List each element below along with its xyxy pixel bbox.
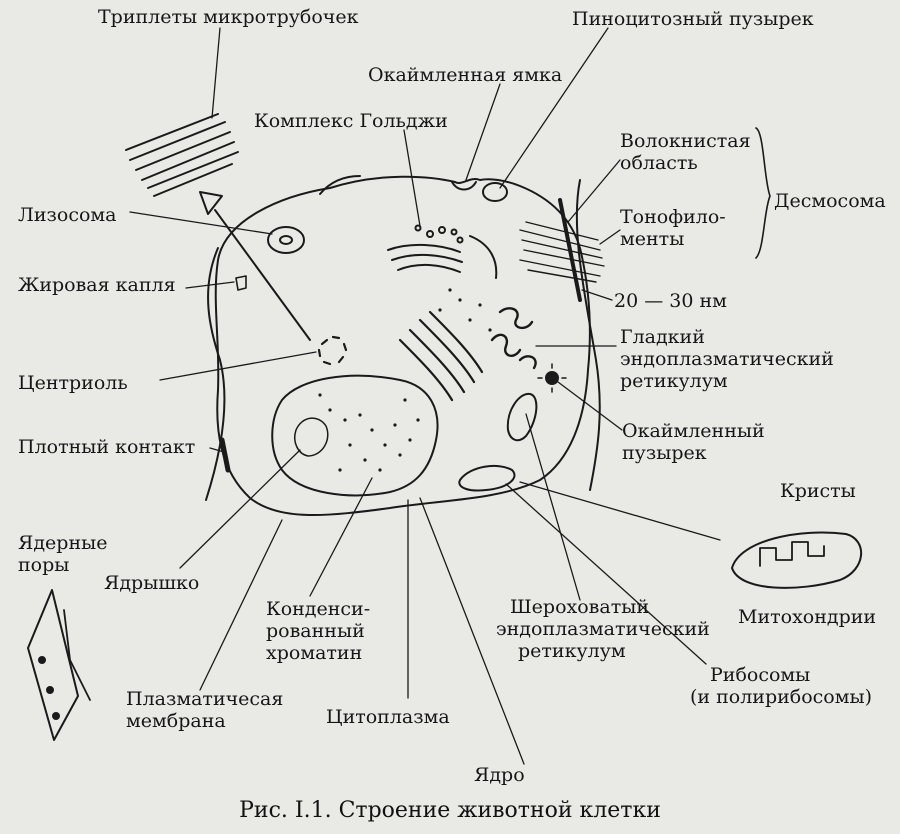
cell-membrane	[214, 175, 591, 517]
label-coated-vesicle: Окаймленный пузырек	[622, 420, 765, 464]
label-microtubule-triplets: Триплеты микротрубочек	[98, 6, 359, 28]
label-nucleolus: Ядрышко	[104, 572, 200, 594]
chromatin-dots	[318, 393, 420, 472]
figure-caption: Рис. I.1. Строение животной клетки	[239, 798, 661, 823]
smooth-er	[490, 307, 537, 370]
coated-pit	[451, 181, 477, 191]
mitochondrion-1	[506, 392, 538, 442]
golgi-complex	[387, 224, 498, 279]
neighbour-membrane-right	[575, 179, 601, 491]
centriole-arrowhead	[199, 191, 223, 215]
nucleus	[271, 374, 439, 497]
label-ribosomes: Рибосомы (и полирибосомы)	[690, 664, 873, 708]
desmosome	[519, 198, 605, 302]
neighbour-membrane-left	[205, 247, 226, 501]
centriole-arrow	[214, 209, 311, 341]
neighbour-membrane-top	[319, 175, 361, 195]
mitochondrion-detail	[731, 531, 863, 589]
label-coated-pit: Окаймленная ямка	[368, 64, 563, 86]
pinocytic-vesicle	[482, 182, 508, 202]
ribosome-dots	[438, 288, 492, 332]
label-plasma-membrane: Плазматичесая мембрана	[126, 688, 284, 732]
nucleolus	[294, 417, 329, 457]
label-tight-junction: Плотный контакт	[18, 436, 196, 458]
label-rough-er: Шероховатый эндоплазматический ретикулум	[496, 596, 710, 662]
label-centriole: Центриоль	[18, 372, 128, 394]
rough-er	[398, 310, 484, 402]
fat-droplet	[235, 275, 247, 291]
label-nucleus: Ядро	[474, 764, 525, 786]
tight-junction	[219, 437, 231, 473]
microtubule-triplets	[125, 113, 239, 197]
label-smooth-er: Гладкий эндоплазматический ретикулум	[620, 326, 834, 392]
desmosome-brace	[755, 127, 771, 259]
centriole	[317, 335, 348, 366]
lysosome-core	[279, 235, 293, 245]
mitochondrion-2	[458, 464, 516, 492]
label-mitochondria: Митохондрии	[738, 606, 877, 628]
leader-lines	[129, 27, 721, 765]
label-fibrous-area: Волокнистая область	[620, 130, 751, 174]
label-desmosome: Десмосома	[774, 190, 886, 212]
label-fat-droplet: Жировая капля	[18, 274, 176, 296]
label-lysosome: Лизосома	[18, 204, 117, 226]
lysosome	[267, 226, 305, 254]
nuclear-pores-detail	[27, 589, 91, 741]
coated-vesicle	[537, 363, 567, 393]
label-gap-size: 20 — 30 нм	[614, 290, 727, 312]
label-pinocytic-vesicle: Пиноцитозный пузырек	[572, 8, 814, 30]
label-nuclear-pores: Ядерные поры	[18, 532, 108, 576]
label-cytoplasm: Цитоплазма	[326, 706, 450, 728]
label-tonofilaments: Тонофило- менты	[620, 206, 726, 250]
label-golgi: Комплекс Гольджи	[254, 110, 448, 132]
label-condensed-chromatin: Конденси- рованный хроматин	[266, 598, 371, 664]
label-cristae: Кристы	[780, 480, 856, 502]
